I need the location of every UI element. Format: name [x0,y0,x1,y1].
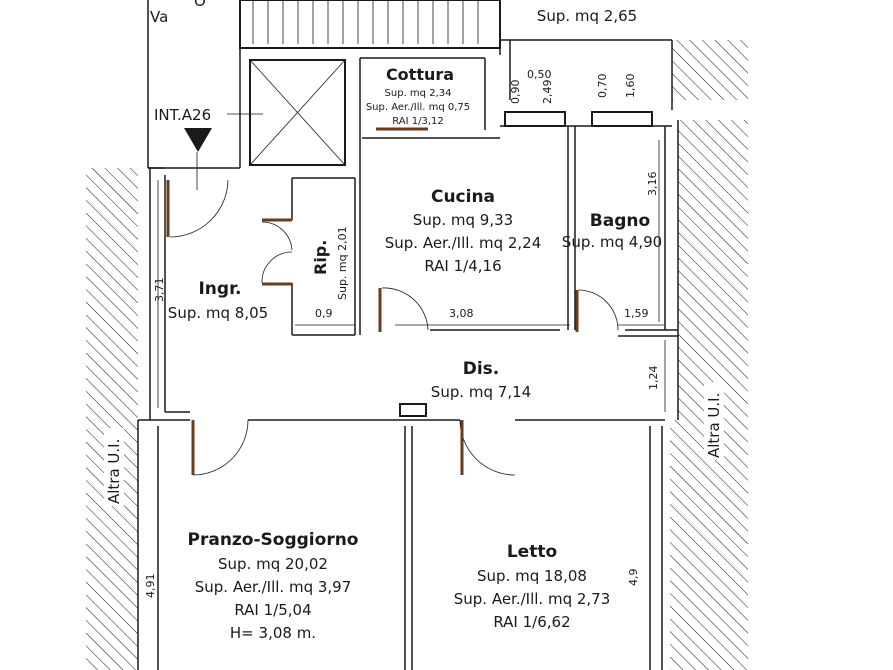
rip-name: Rip. [311,240,330,275]
pranzo-height: H= 3,08 m. [230,624,316,642]
ingr-name: Ingr. [198,279,241,299]
pranzo-name: Pranzo-Soggiorno [188,530,359,550]
neighbor-left-bg [104,428,124,506]
door-arc-bath [577,289,619,331]
kitchen-window [504,111,566,127]
neighbor-right-label: Altra U.I. [705,393,723,458]
ingr-area: Sup. mq 8,05 [168,304,268,322]
neighbor-right-bg [704,382,724,460]
hatch-right-upper [678,120,748,420]
cucina-name: Cucina [431,187,495,207]
dim-249: 2,49 [541,80,554,105]
hatch-left-upper [86,168,138,420]
door-arc-entry [169,179,229,238]
letto-area: Sup. mq 18,08 [477,567,587,585]
letto-aer: Sup. Aer./Ill. mq 2,73 [454,590,611,608]
cucina-aer: Sup. Aer./Ill. mq 2,24 [385,234,542,252]
letto-rai: RAI 1/6,62 [493,613,570,631]
cottura-aer: Sup. Aer./Ill. mq 0,75 [366,102,470,113]
dim-09: 0,9 [315,307,333,320]
pranzo-aer: Sup. Aer./Ill. mq 3,97 [195,578,352,596]
dim-159: 1,59 [624,307,649,320]
doors [166,127,619,476]
hatched-zones [86,40,748,670]
hatch-right-lower [670,420,748,670]
pranzo-rai: RAI 1/5,04 [234,601,311,619]
dim-491: 4,91 [144,574,157,599]
door-arc-bedroom [459,419,516,476]
dim-124: 1,24 [647,366,660,391]
dim-371: 3,71 [153,278,166,303]
column [399,403,427,417]
dim-160: 1,60 [624,74,637,99]
fragment-va: Va [150,8,168,26]
door-arc-rip-lower [261,251,293,284]
dim-316: 3,16 [646,172,659,197]
fragment-o: O [194,0,206,10]
unit-label: INT.A26 [154,106,211,124]
dim-050: 0,50 [527,68,552,81]
hatch-right-top [672,40,748,100]
cottura-area: Sup. mq 2,34 [385,88,452,99]
terrace-area: Sup. mq 2,65 [537,7,637,25]
walls [137,0,679,670]
dim-49: 4,9 [627,569,640,587]
bagno-area: Sup. mq 4,90 [562,233,662,251]
cottura-name: Cottura [386,65,454,84]
rip-area: Sup. mq 2,01 [336,226,349,300]
lift-shaft [249,59,346,166]
door-arc-rip-upper [261,221,293,251]
bath-window [591,111,653,127]
cucina-area: Sup. mq 9,33 [413,211,513,229]
dim-090: 0,90 [509,80,522,105]
dimension-lines [157,140,666,412]
entry-arrow-icon [184,128,212,152]
letto-name: Letto [507,542,557,562]
dis-name: Dis. [463,359,500,379]
pranzo-area: Sup. mq 20,02 [218,555,328,573]
bagno-name: Bagno [590,211,650,231]
door-arc-kitchen [381,287,429,331]
cottura-rai: RAI 1/3,12 [392,116,444,127]
cucina-rai: RAI 1/4,16 [424,257,501,275]
dim-308: 3,08 [449,307,474,320]
door-arc-living [192,419,249,476]
dim-070: 0,70 [596,74,609,99]
dis-area: Sup. mq 7,14 [431,383,531,401]
neighbor-left-label: Altra U.I. [105,439,123,504]
staircase [239,0,501,49]
